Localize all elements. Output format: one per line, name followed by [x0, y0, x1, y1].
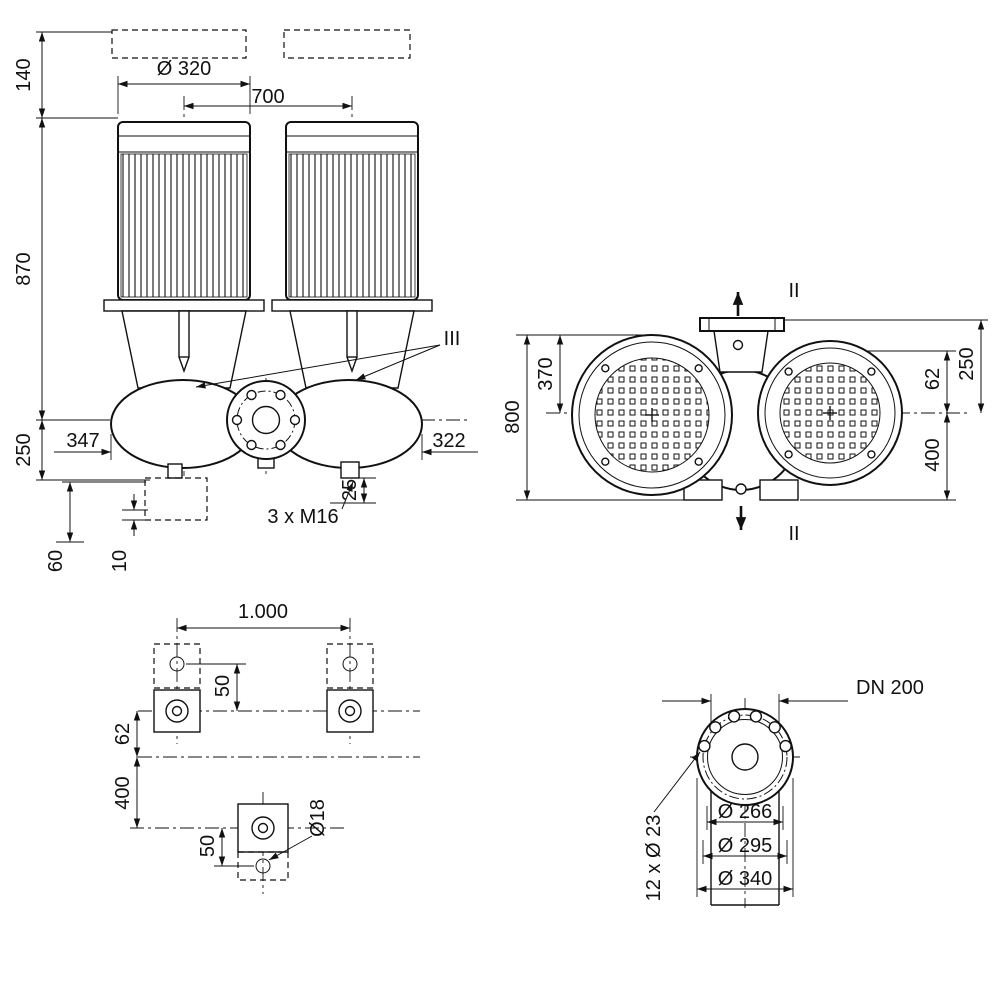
foundation-dashed-outline	[144, 477, 208, 521]
anchor-pad-rear	[237, 803, 289, 881]
lantern-right	[289, 310, 415, 389]
anchor-pad-left	[153, 643, 201, 733]
section-ii-top-label: II	[788, 280, 799, 302]
flange-face	[696, 708, 794, 806]
dim-400-side-label: 400	[922, 438, 944, 471]
dim-870-label: 870	[13, 252, 35, 285]
fan-guard-left	[571, 334, 733, 496]
dim-400-base-label: 400	[112, 776, 134, 809]
dim-50-front-label: 50	[212, 675, 234, 697]
dim-d320-label: Ø 320	[157, 58, 211, 80]
motor-left	[103, 121, 265, 312]
dim-d266-label: Ø 266	[718, 801, 772, 823]
motor-right	[271, 121, 433, 312]
dim-d295-label: Ø 295	[718, 835, 772, 857]
thread-m16-label: 3 x M16	[267, 506, 338, 528]
dim-800-label: 800	[502, 400, 524, 433]
dim-347-label: 347	[66, 430, 99, 452]
flange-dimensions: DN 200 Ø 266 Ø 295 Ø 340 12 x Ø 23	[643, 677, 924, 901]
lantern-left	[121, 310, 247, 389]
pump-casing-front	[110, 379, 423, 479]
dim-25-label: 25	[339, 479, 361, 501]
suction-flange-front	[226, 380, 306, 460]
dim-700-label: 700	[251, 86, 284, 108]
side-dimensions: 800 370 62 400 250	[502, 319, 988, 501]
fan-guard-right	[757, 340, 903, 486]
hole-d18-label: Ø18	[307, 799, 329, 837]
section-ii-marks: II II	[732, 280, 800, 545]
dim-62-base-label: 62	[112, 723, 134, 745]
front-dimensions: 140 870 250 Ø 320 700 347 322 III 3 x M1…	[13, 31, 478, 572]
dim-250-label: 250	[13, 433, 35, 466]
anchor-pad-right	[326, 643, 374, 733]
dim-370-label: 370	[535, 357, 557, 390]
dim-60-label: 60	[45, 550, 67, 572]
dim-1000-label: 1.000	[238, 601, 288, 623]
front-view: 140 870 250 Ø 320 700 347 322 III 3 x M1…	[13, 29, 478, 572]
bolt-12xd23-label: 12 x Ø 23	[643, 815, 665, 902]
baseplate-dimensions: 1.000 50 62 400 50 Ø18	[112, 601, 350, 867]
motor-right-dashed-outline	[283, 29, 411, 59]
dim-50-rear-label: 50	[197, 835, 219, 857]
dim-322-label: 322	[432, 430, 465, 452]
motor-left-dashed-outline	[111, 29, 247, 59]
dim-250-side-label: 250	[956, 347, 978, 380]
section-ii-bottom-label: II	[788, 523, 799, 545]
side-view: II II 800 370 62 400 250	[502, 280, 988, 545]
dim-62-side-label: 62	[922, 368, 944, 390]
dim-10-label: 10	[109, 550, 131, 572]
section-iii-label: III	[444, 328, 461, 350]
baseplate-view: 1.000 50 62 400 50 Ø18	[112, 601, 420, 894]
dn200-label: DN 200	[856, 677, 924, 699]
dim-d340-label: Ø 340	[718, 868, 772, 890]
dim-140-label: 140	[13, 58, 35, 91]
flange-view: DN 200 Ø 266 Ø 295 Ø 340 12 x Ø 23	[643, 677, 924, 908]
